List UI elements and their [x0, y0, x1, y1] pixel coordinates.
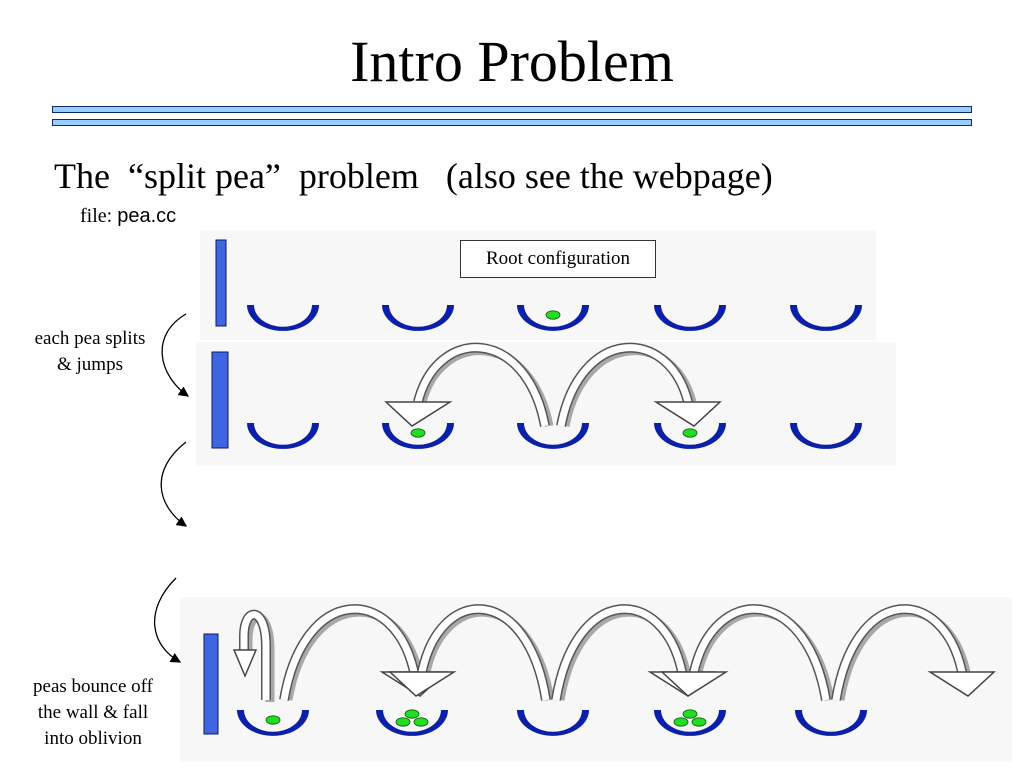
jump-arrow-row2-left-head	[384, 401, 453, 427]
bowl-row-2-2	[382, 423, 454, 449]
note-each-pea-splits: each pea splits & jumps	[12, 326, 168, 378]
jump-arrow-row3-a-shadow	[283, 607, 423, 701]
slide-subtitle: The “split pea” problem (also see the we…	[54, 156, 773, 196]
wall-row-3	[203, 633, 219, 735]
bowl-row-2-5	[790, 423, 862, 449]
file-name: pea.cc	[117, 205, 177, 227]
wall-row-2	[211, 351, 229, 449]
jump-arrow-row2-right-shadow	[560, 346, 697, 427]
bowl-row-3-4	[654, 710, 726, 736]
bowl-row-2-3	[517, 423, 589, 449]
pea-row-3-4-3	[682, 709, 698, 719]
title-rule-bottom	[52, 119, 972, 126]
note-split-line-1: each pea splits	[34, 328, 146, 349]
jump-arrow-row3-e-shadow	[835, 607, 971, 701]
flow-arrow-continue	[160, 441, 188, 527]
jump-arrow-row3-b-body	[418, 605, 550, 701]
note-peas-bounce: peas bounce off the wall & fall into obl…	[12, 674, 174, 752]
pea-row-3-4-2	[691, 717, 707, 727]
file-label: file:	[80, 205, 113, 227]
note-bounce-line-1: peas bounce off	[33, 676, 153, 697]
bowl-row-2-4	[654, 423, 726, 449]
jump-arrow-row3-a-body	[280, 605, 418, 701]
bowl-row-2-1	[247, 423, 319, 449]
pea-row-3-2-2	[413, 717, 429, 727]
pea-row-2-4-1	[682, 428, 698, 438]
bowl-row-3-5	[795, 710, 867, 736]
jump-arrow-row2-left-body	[414, 344, 549, 427]
jump-arrow-row3-d-body	[690, 605, 830, 701]
pea-row-3-1-1	[265, 715, 281, 725]
jump-arrow-row3-c-body	[552, 605, 686, 701]
jump-arrow-row2-left-outline	[413, 342, 550, 427]
pea-row-3-2-3	[404, 709, 420, 719]
bowl-row-3-1	[237, 710, 309, 736]
jump-arrow-row3-b-outline	[417, 604, 551, 701]
jump-arrow-row2-right-head	[653, 401, 722, 427]
bowl-row-1-1	[247, 305, 319, 331]
bowl-row-1-5	[790, 305, 862, 331]
file-line: file: pea.cc	[80, 205, 176, 228]
note-bounce-line-2: the wall & fall	[37, 702, 149, 723]
bounce-arrow-body	[240, 611, 270, 700]
note-bounce-line-3: into oblivion	[44, 728, 142, 749]
title-rule-top	[52, 106, 972, 113]
bowl-row-1-4	[654, 305, 726, 331]
jump-arrow-row3-b-head	[388, 671, 457, 697]
jump-arrow-row3-d-outline	[689, 604, 831, 701]
pea-row-1-3-1	[545, 310, 561, 320]
root-configuration-label: Root configuration	[460, 240, 656, 278]
pea-row-3-2-1	[395, 717, 411, 727]
jump-arrow-row3-d-head	[660, 671, 729, 697]
jump-arrow-row3-e-head	[927, 671, 996, 697]
pea-row-3-4-1	[673, 717, 689, 727]
bowl-row-1-2	[382, 305, 454, 331]
bowl-row-3-2	[376, 710, 448, 736]
note-split-line-2: & jumps	[57, 354, 123, 375]
bounce-arrow-head	[232, 649, 258, 678]
jump-arrow-row3-c-shadow	[555, 607, 691, 701]
flow-arrow-split	[161, 313, 190, 397]
bowl-row-3-3	[517, 710, 589, 736]
jump-arrow-row2-right-body	[557, 344, 692, 427]
flow-arrow-bounce	[153, 577, 182, 663]
slide-title: Intro Problem	[350, 29, 674, 94]
bowl-row-1-3	[517, 305, 589, 331]
wall-row-1	[215, 239, 227, 327]
jump-arrow-row3-e-body	[832, 605, 966, 701]
pea-row-2-2-1	[410, 428, 426, 438]
